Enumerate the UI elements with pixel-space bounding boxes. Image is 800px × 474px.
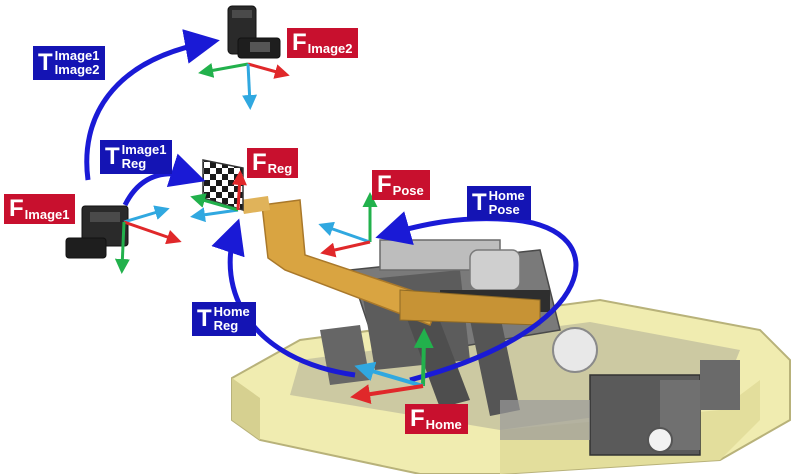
transform-arrow-home-pose [375, 211, 579, 383]
frame-label-image1: FImage1 [4, 194, 76, 224]
frame-label-image1-main: F [9, 195, 24, 222]
transform-label-image1-reg-sup: Image1 [121, 142, 167, 157]
axes-pose [318, 192, 378, 258]
frame-label-pose-main: F [377, 171, 392, 198]
transform-label-home-reg-sup: Home [213, 304, 250, 319]
transform-label-home-reg-main: T [197, 305, 212, 332]
frame-label-reg-sub: Reg [267, 161, 293, 176]
frame-label-reg: FReg [247, 148, 299, 178]
frame-label-image1-sub: Image1 [24, 207, 70, 222]
frame-label-pose: FPose [372, 170, 430, 200]
axes-home [350, 328, 434, 405]
axes-image1 [114, 205, 182, 274]
robot-arm [240, 196, 541, 326]
frame-label-pose-sub: Pose [392, 183, 424, 198]
transform-label-image1-image2-sub: Image2 [54, 62, 100, 77]
axes-reg [190, 170, 247, 223]
frame-label-home: FHome [405, 404, 468, 434]
transform-arrow-image1-reg [122, 153, 206, 207]
transform-label-image1-image2-main: T [38, 49, 53, 76]
transform-label-image1-reg-sub: Reg [121, 156, 147, 171]
frame-label-image2: FImage2 [287, 28, 359, 58]
frame-label-home-sub: Home [425, 417, 462, 432]
frame-label-image2-sub: Image2 [307, 41, 353, 56]
transform-label-home-pose-sup: Home [488, 188, 525, 203]
transform-label-home-pose-main: T [472, 189, 487, 216]
transform-label-image1-reg-main: T [105, 143, 120, 170]
frame-label-image2-main: F [292, 29, 307, 56]
transform-label-home-pose-sub: Pose [488, 202, 520, 217]
frame-label-home-main: F [410, 405, 425, 432]
transform-label-home-reg-sub: Reg [213, 318, 239, 333]
transform-arrow-image1-image2 [84, 29, 220, 181]
transform-label-image1-image2-sup: Image1 [54, 48, 100, 63]
axes-image2 [198, 62, 290, 110]
camera-image1 [65, 205, 129, 259]
camera-image2 [227, 5, 281, 59]
frame-label-reg-main: F [252, 149, 267, 176]
